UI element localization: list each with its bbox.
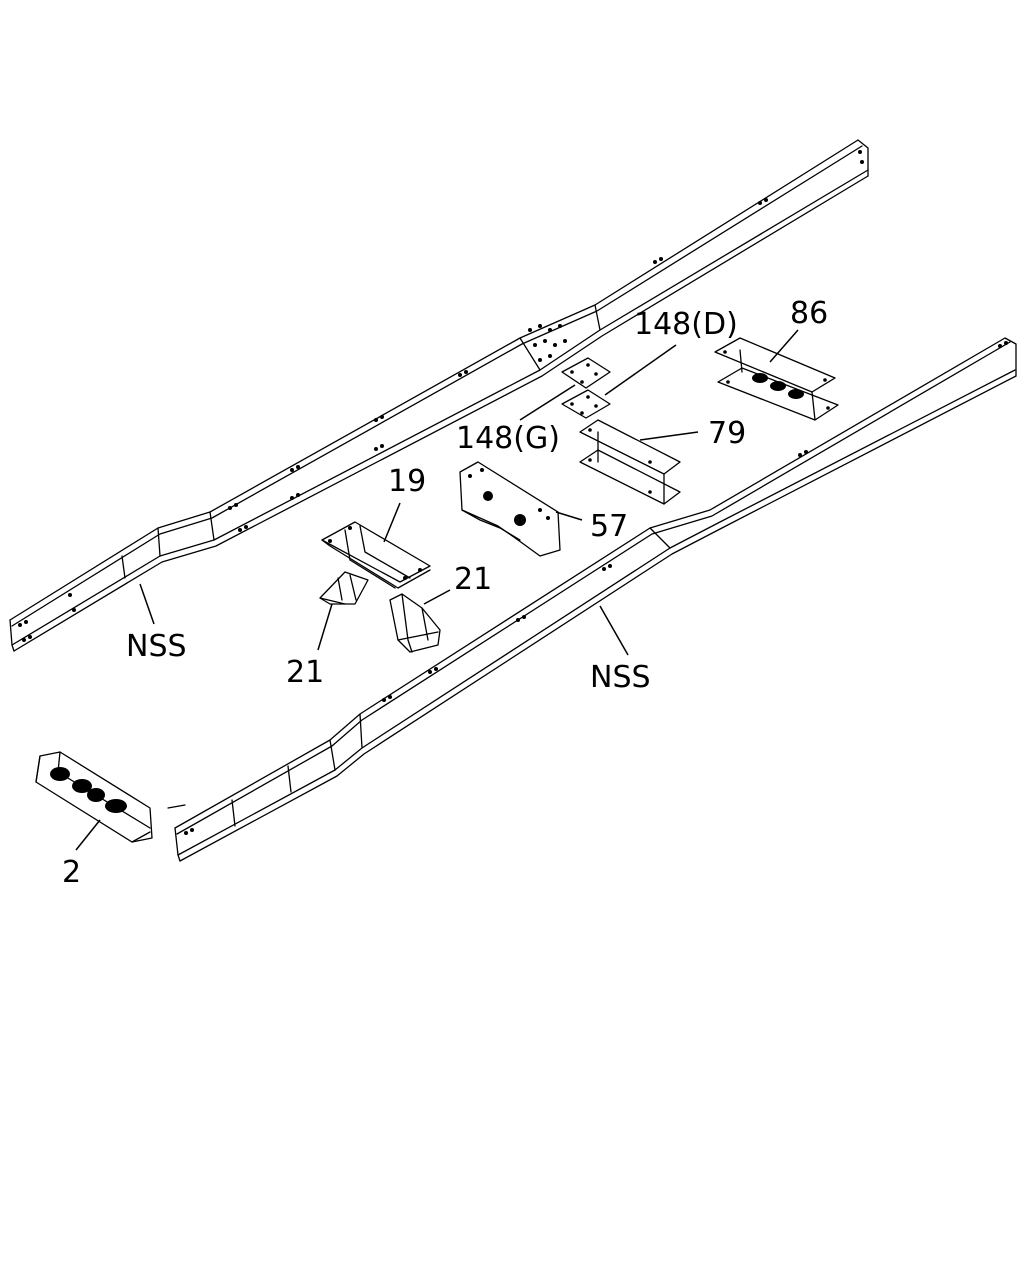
right-rail-holes (184, 341, 1008, 835)
callout-2: 2 (62, 855, 81, 890)
part-19-crossmember[interactable] (321, 521, 431, 589)
part-2-front-crossmember[interactable] (35, 751, 153, 843)
part-21-bracket-b[interactable] (389, 593, 441, 653)
callout-nss-left: NSS (126, 629, 187, 664)
callout-148d: 148(D) (634, 307, 738, 342)
callout-21-a: 21 (286, 655, 324, 690)
left-rail-holes (18, 150, 864, 642)
part-79-crossmember[interactable] (579, 419, 681, 505)
part-148g-plate[interactable] (561, 389, 611, 419)
right-side-rail[interactable] (167, 337, 1017, 862)
part-57-crossmember[interactable] (459, 461, 561, 557)
callout-nss-right: NSS (590, 660, 651, 695)
callout-labels: NSS NSS 2 19 21 21 57 79 86 148(D) 148(G… (62, 296, 828, 890)
part-21-bracket-a[interactable] (319, 571, 369, 605)
callout-57: 57 (590, 509, 628, 544)
leader-lines (75, 329, 799, 851)
callout-79: 79 (708, 416, 746, 451)
callout-19: 19 (388, 464, 426, 499)
part-148d-plate[interactable] (561, 357, 611, 389)
callout-21-b: 21 (454, 562, 492, 597)
callout-86: 86 (790, 296, 828, 331)
callout-148g: 148(G) (456, 421, 560, 456)
part-86-crossmember[interactable] (714, 337, 839, 421)
left-side-rail[interactable] (9, 139, 869, 652)
